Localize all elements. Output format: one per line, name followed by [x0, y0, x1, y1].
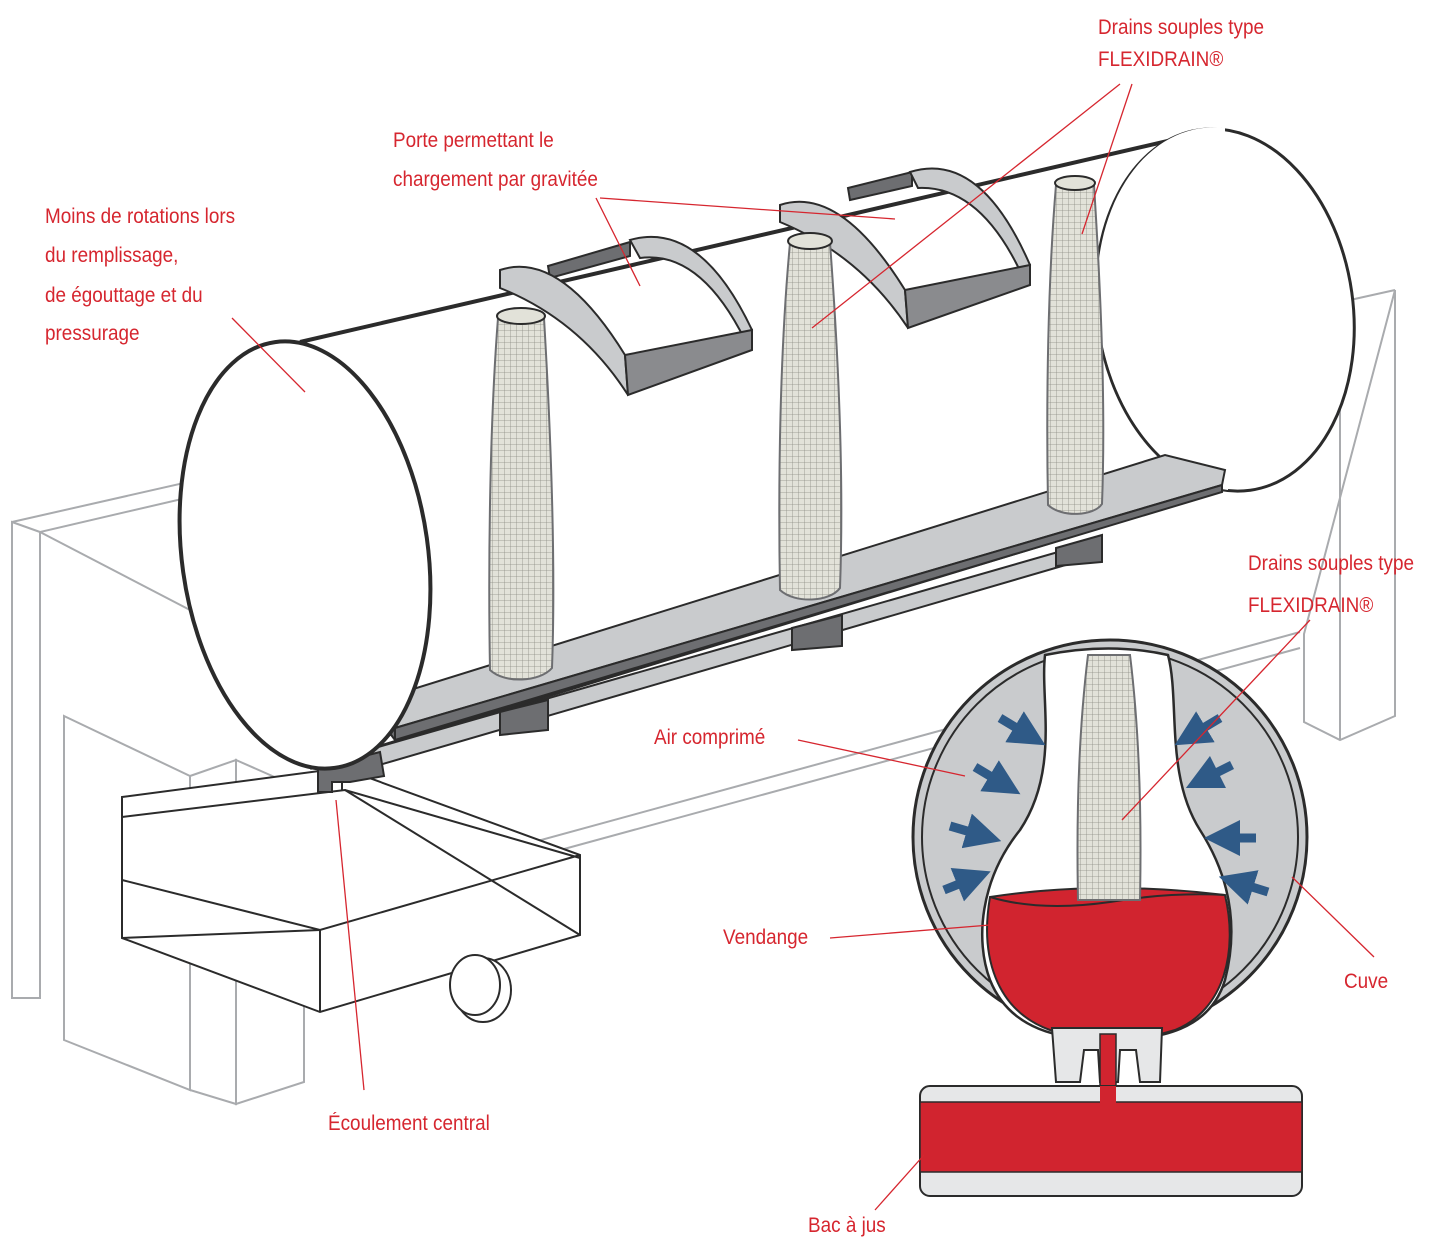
label-bac: Bac à jus [808, 1214, 886, 1237]
label-porte-1: Porte permettant le [393, 129, 554, 152]
arrow-icon [942, 867, 991, 902]
label-ecoulement: Écoulement central [328, 1112, 490, 1135]
cylinder-front-end [177, 339, 433, 771]
leader-lines [231, 83, 1375, 1211]
arrow-icon [1185, 755, 1235, 789]
cross-section [911, 638, 1309, 1197]
label-cuve: Cuve [1344, 970, 1389, 993]
juice-collection-box [121, 766, 581, 1023]
flexidrain-2 [778, 242, 843, 601]
label-moins-4: pressurage [45, 322, 140, 345]
label-porte-2: chargement par gravitée [393, 168, 598, 191]
air-pressure-arrows [942, 711, 1270, 905]
arrow-icon [997, 711, 1046, 746]
label-drains-right-2: FLEXIDRAIN® [1248, 594, 1374, 617]
label-air: Air comprimé [654, 726, 766, 749]
flexidrain-section [1076, 654, 1142, 901]
label-vendange: Vendange [723, 926, 809, 949]
label-moins-2: du remplissage, [45, 244, 179, 267]
flexidrain-tubes [488, 175, 1105, 681]
juice-level [919, 1101, 1303, 1173]
label-drains-right-1: Drains souples type [1248, 552, 1414, 575]
arrow-icon [1218, 870, 1270, 905]
label-moins-1: Moins de rotations lors [45, 205, 236, 228]
flexidrain-1 [488, 317, 555, 681]
arrow-icon [948, 813, 1002, 849]
label-drains-top-2: FLEXIDRAIN® [1098, 48, 1224, 71]
flexidrain-3 [1046, 184, 1105, 515]
arrow-icon [972, 760, 1021, 795]
label-drains-top-1: Drains souples type [1098, 16, 1264, 39]
label-moins-3: de égouttage et du [45, 284, 203, 307]
